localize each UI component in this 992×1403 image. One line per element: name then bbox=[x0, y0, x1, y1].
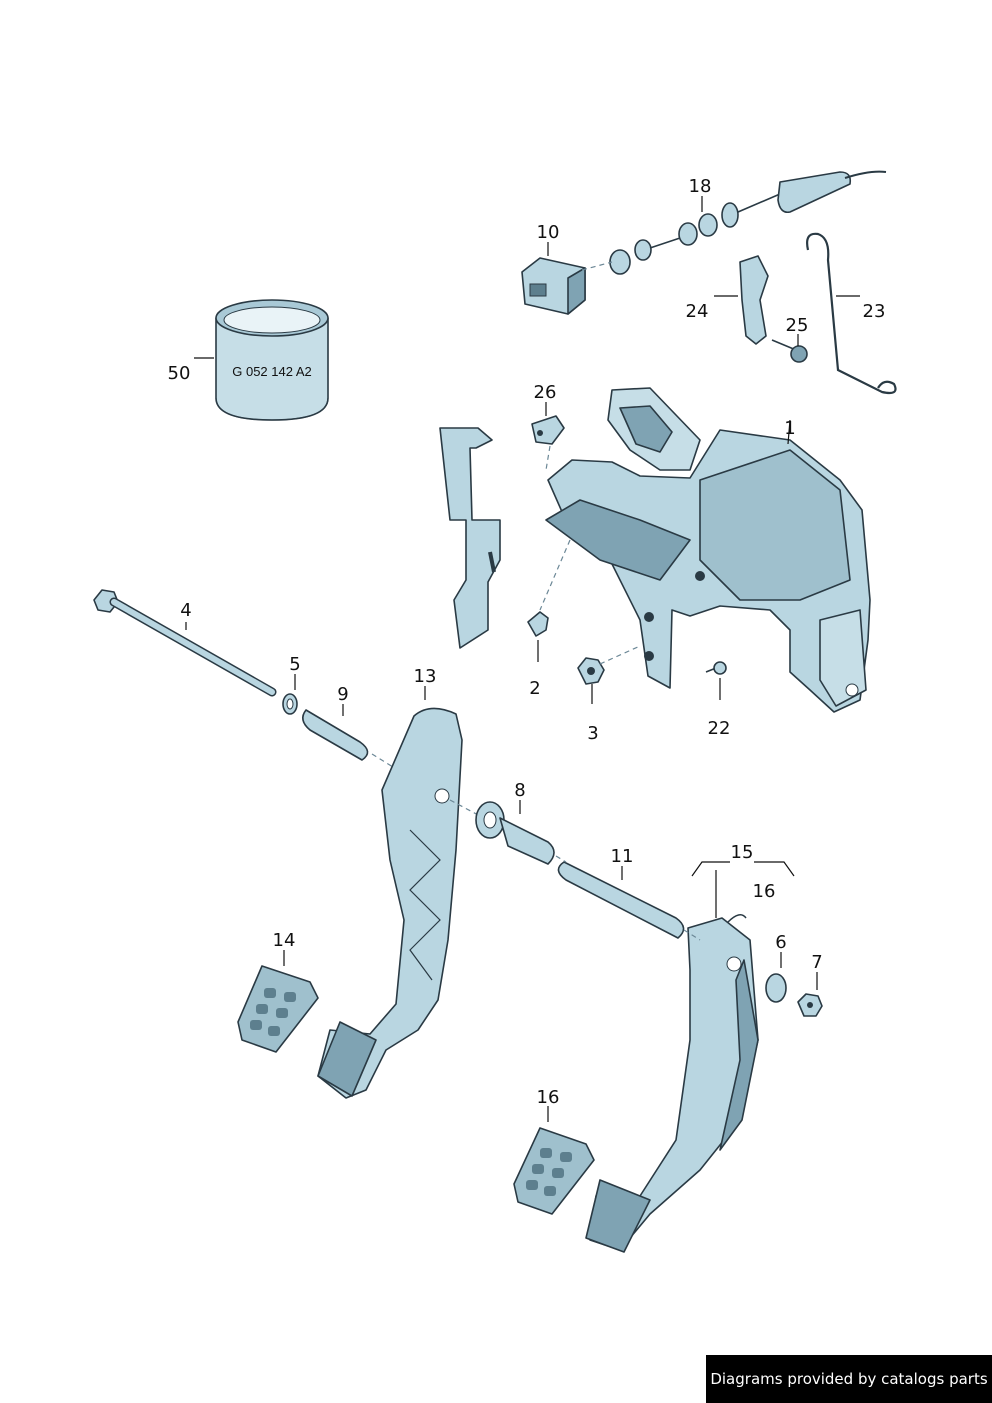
callout-6: 6 bbox=[775, 932, 786, 953]
callout-25: 25 bbox=[786, 315, 809, 336]
bracket-part-1 bbox=[439, 387, 871, 713]
callout-8: 8 bbox=[514, 780, 525, 801]
sleeve-part-9 bbox=[302, 709, 369, 761]
callout-7: 7 bbox=[811, 952, 822, 973]
nut-part-3 bbox=[577, 657, 605, 685]
callout-2: 2 bbox=[529, 678, 540, 699]
callout-24: 24 bbox=[686, 301, 709, 322]
callout-labels: 1 2 3 4 5 6 7 8 9 10 11 13 14 15 16 16 1… bbox=[168, 176, 886, 1108]
nut-part-7 bbox=[797, 993, 823, 1017]
washer-part-6 bbox=[765, 973, 787, 1003]
callout-9: 9 bbox=[337, 684, 348, 705]
callout-13: 13 bbox=[414, 666, 437, 687]
callout-23: 23 bbox=[863, 301, 886, 322]
pad-part-14 bbox=[237, 965, 319, 1053]
callout-11: 11 bbox=[611, 846, 634, 867]
attribution-text: Diagrams provided by catalogs parts bbox=[710, 1370, 988, 1388]
callout-15: 15 bbox=[731, 842, 754, 863]
callout-4: 4 bbox=[180, 600, 191, 621]
bushing-part-8 bbox=[475, 801, 555, 865]
screw-part-25 bbox=[771, 339, 808, 363]
leader-lines bbox=[185, 196, 860, 1122]
switch-part-10 bbox=[521, 257, 586, 315]
pad-part-16 bbox=[513, 1127, 595, 1215]
pedal-part-13 bbox=[317, 707, 463, 1099]
bolt-part-4 bbox=[93, 589, 277, 697]
cable-part-18 bbox=[609, 170, 887, 275]
bolt-part-26 bbox=[531, 415, 565, 445]
callout-16-upper: 16 bbox=[753, 881, 776, 902]
callout-18: 18 bbox=[689, 176, 712, 197]
callout-1: 1 bbox=[784, 418, 795, 439]
pedal-part-15 bbox=[585, 914, 759, 1253]
attribution-footer: Diagrams provided by catalogs parts bbox=[706, 1355, 992, 1403]
callout-5: 5 bbox=[289, 654, 300, 675]
ring-print-text: G 052 142 A2 bbox=[232, 364, 312, 379]
screw-part-2 bbox=[527, 611, 549, 637]
callout-50: 50 bbox=[168, 363, 191, 384]
callout-10: 10 bbox=[537, 222, 560, 243]
pin-part-22 bbox=[705, 661, 727, 675]
ring-part-50: G 052 142 A2 bbox=[215, 299, 329, 421]
bracket-part-24 bbox=[739, 255, 769, 345]
callout-14: 14 bbox=[273, 930, 296, 951]
callout-22: 22 bbox=[708, 718, 731, 739]
shaft-part-11 bbox=[557, 861, 685, 939]
callout-3: 3 bbox=[587, 723, 598, 744]
spring-part-23 bbox=[806, 232, 897, 395]
callout-26: 26 bbox=[534, 382, 557, 403]
callout-16-lower: 16 bbox=[537, 1087, 560, 1108]
washer-part-5 bbox=[282, 693, 298, 715]
